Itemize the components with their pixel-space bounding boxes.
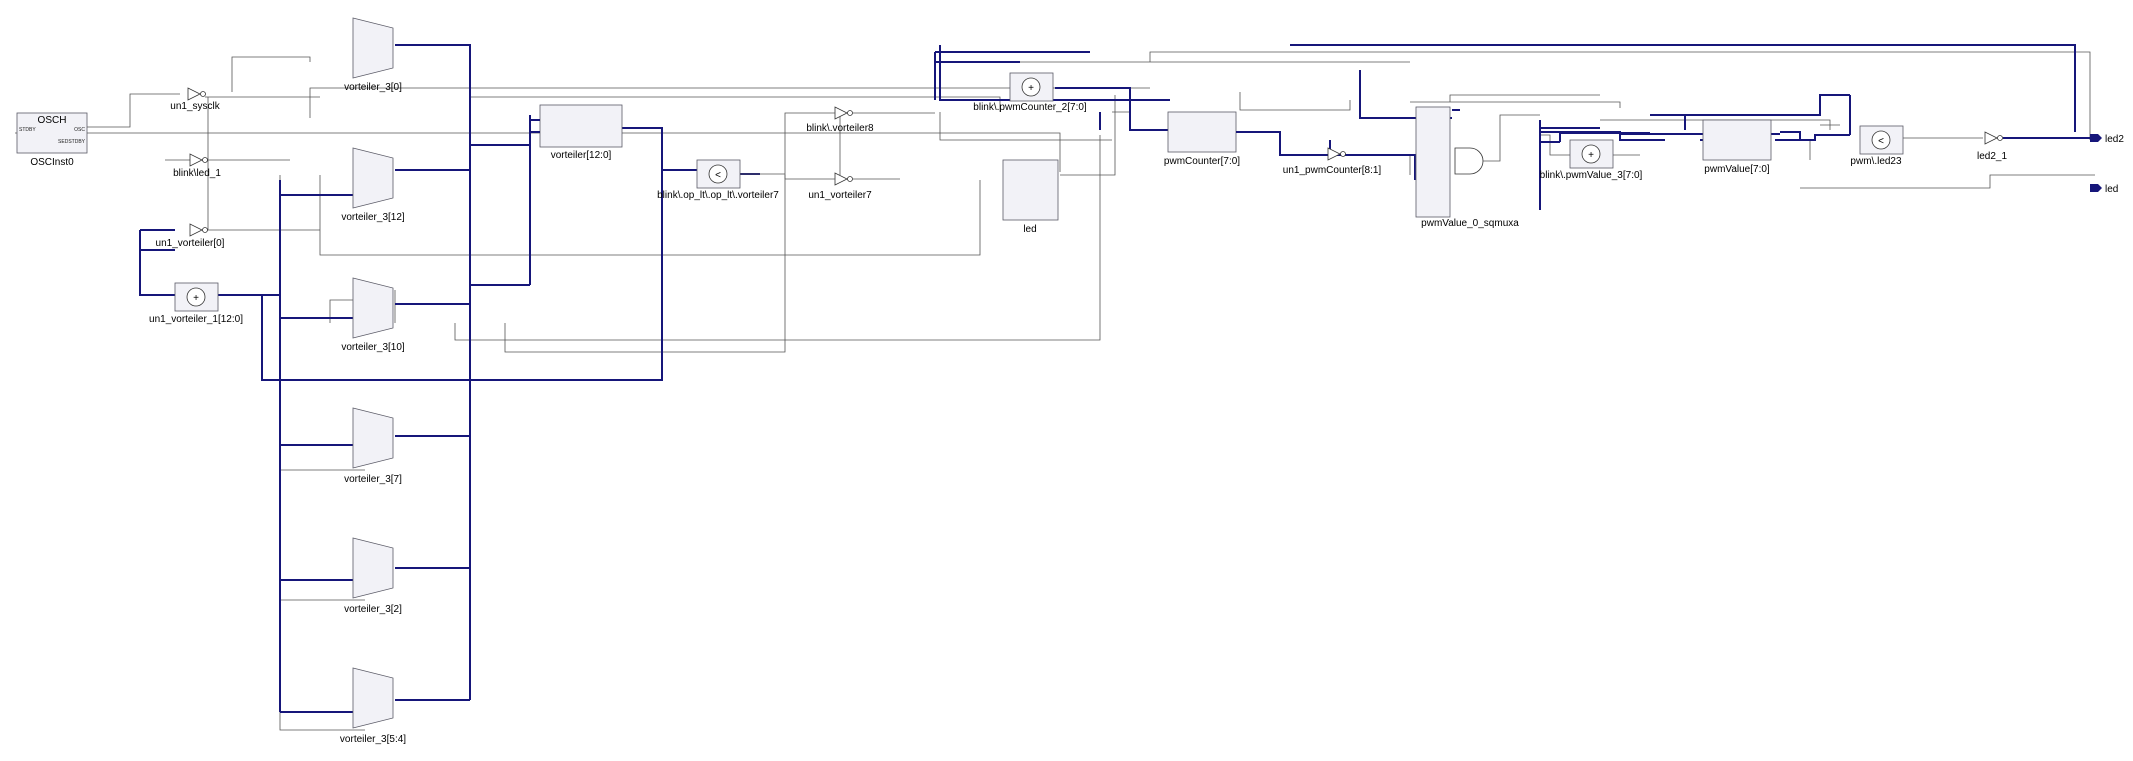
adder-symbol: + xyxy=(1588,150,1594,161)
output-port-icon xyxy=(2090,134,2102,142)
comparator-op-lt: < blink\.op_lt\.op_lt\.vorteiler7 xyxy=(657,112,835,201)
comparator-icon xyxy=(1871,130,1891,150)
mux12-label: vorteiler_3[12] xyxy=(341,212,405,223)
mux-icon xyxy=(352,17,394,79)
mux-vorteiler-3-5-4: vorteiler_3[5:4] xyxy=(340,667,406,745)
mux-vorteiler-3-0: vorteiler_3[0] xyxy=(344,17,402,93)
adder-icon xyxy=(186,287,206,307)
inverter-blink-led-1: blink\led_1 xyxy=(173,153,221,179)
inverter-icon xyxy=(834,106,848,120)
op-lt-label: blink\.op_lt\.op_lt\.vorteiler7 xyxy=(657,190,779,201)
comparator-symbol: < xyxy=(1878,136,1884,147)
led-register-label: led xyxy=(1023,224,1036,235)
output-port-led: led xyxy=(2090,184,2118,195)
bus-lines xyxy=(139,44,2076,713)
inverter-icon xyxy=(189,153,203,167)
adder-un1-vorteiler-1: + un1_vorteiler_1[12:0] xyxy=(149,282,243,325)
led-register: led xyxy=(1002,159,1059,235)
mux54-label: vorteiler_3[5:4] xyxy=(340,734,406,745)
mux-icon xyxy=(352,147,394,209)
osch-pin-sedstdby: SEDSTDBY xyxy=(58,139,86,145)
osch-block: OSCH STDBY OSC SEDSTDBY OSCInst0 xyxy=(16,93,180,168)
pwmvalue-3-label: blink\.pwmValue_3[7:0] xyxy=(1540,170,1643,181)
port-led-label: led xyxy=(2105,184,2118,195)
adder-pwmvalue-3: + blink\.pwmValue_3[7:0] xyxy=(1540,139,1643,181)
vorteiler-register: vorteiler[12:0] xyxy=(529,104,623,285)
pwmcounter-label: pwmCounter[7:0] xyxy=(1164,156,1240,167)
inverter-un1-pwmcounter: un1_pwmCounter[8:1] xyxy=(1283,147,1382,176)
inverter-icon xyxy=(187,87,201,101)
and-gate-icon xyxy=(1454,147,1484,175)
mux2-label: vorteiler_3[2] xyxy=(344,604,402,615)
inverter-icon xyxy=(1327,147,1341,161)
mux10-label: vorteiler_3[10] xyxy=(341,342,405,353)
mux-icon xyxy=(352,277,394,339)
pwmcounter-register: pwmCounter[7:0] xyxy=(1164,111,1280,167)
osch-pin-osc: OSC xyxy=(74,127,85,133)
inverter-un1-sysclk: un1_sysclk xyxy=(170,87,221,112)
blink-led-1-label: blink\led_1 xyxy=(173,168,221,179)
osch-instance-label: OSCInst0 xyxy=(30,157,74,168)
un1-vorteiler-0-label: un1_vorteiler[0] xyxy=(156,238,225,249)
inverter-blink-vorteiler8: blink\.vorteiler8 xyxy=(806,106,935,134)
mux-vorteiler-3-12: vorteiler_3[12] xyxy=(341,147,405,223)
pwm-led23-label: pwm\.led23 xyxy=(1850,156,1902,167)
output-port-led2: led2 xyxy=(2090,134,2124,145)
un1-vorteiler7-label: un1_vorteiler7 xyxy=(808,190,872,201)
output-port-icon xyxy=(2090,184,2102,192)
sqmuxa-label: pwmValue_0_sqmuxa xyxy=(1421,218,1519,229)
port-led2-label: led2 xyxy=(2105,134,2124,145)
pwmcounter-2-label: blink\.pwmCounter_2[7:0] xyxy=(973,102,1087,113)
osch-type-label: OSCH xyxy=(38,115,67,126)
mux-icon xyxy=(352,407,394,469)
un1-pwmcounter-label: un1_pwmCounter[8:1] xyxy=(1283,165,1382,176)
mux-icon xyxy=(352,667,394,729)
mux7-label: vorteiler_3[7] xyxy=(344,474,402,485)
osch-pin-stdby: STDBY xyxy=(19,127,36,133)
un1-sysclk-label: un1_sysclk xyxy=(170,101,220,112)
inverter-icon xyxy=(834,172,848,186)
inverter-led2-1: led2_1 xyxy=(1900,131,2090,162)
un1-vorteiler-1-label: un1_vorteiler_1[12:0] xyxy=(149,314,243,325)
adder-icon xyxy=(1021,77,1041,97)
mux-vorteiler-3-10: vorteiler_3[10] xyxy=(341,277,405,353)
inverter-icon xyxy=(1984,131,1998,145)
adder-pwmcounter-2: + blink\.pwmCounter_2[7:0] xyxy=(973,72,1087,113)
blink-vorteiler8-label: blink\.vorteiler8 xyxy=(806,123,874,134)
adder-icon xyxy=(1581,144,1601,164)
comparator-icon xyxy=(708,164,728,184)
pwmvalue-label: pwmValue[7:0] xyxy=(1704,164,1770,175)
mux-icon xyxy=(352,537,394,599)
and-gate-sqmuxa: pwmValue_0_sqmuxa xyxy=(1415,106,1540,229)
vorteiler-register-label: vorteiler[12:0] xyxy=(551,150,612,161)
inverter-un1-vorteiler7: un1_vorteiler7 xyxy=(808,172,900,201)
inverter-un1-vorteiler-0: un1_vorteiler[0] xyxy=(156,223,225,249)
mux-vorteiler-3-7: vorteiler_3[7] xyxy=(344,407,402,485)
comparator-pwm-led23: < pwm\.led23 xyxy=(1850,125,1904,167)
adder-symbol: + xyxy=(1028,83,1034,94)
pwmvalue-register: pwmValue[7:0] xyxy=(1702,119,1772,175)
net-lines xyxy=(15,51,2095,731)
comparator-symbol: < xyxy=(715,170,721,181)
mux-vorteiler-3-2: vorteiler_3[2] xyxy=(344,537,402,615)
mux0-label: vorteiler_3[0] xyxy=(344,82,402,93)
adder-symbol: + xyxy=(193,293,199,304)
led2-1-label: led2_1 xyxy=(1977,151,2007,162)
inverter-icon xyxy=(189,223,203,237)
